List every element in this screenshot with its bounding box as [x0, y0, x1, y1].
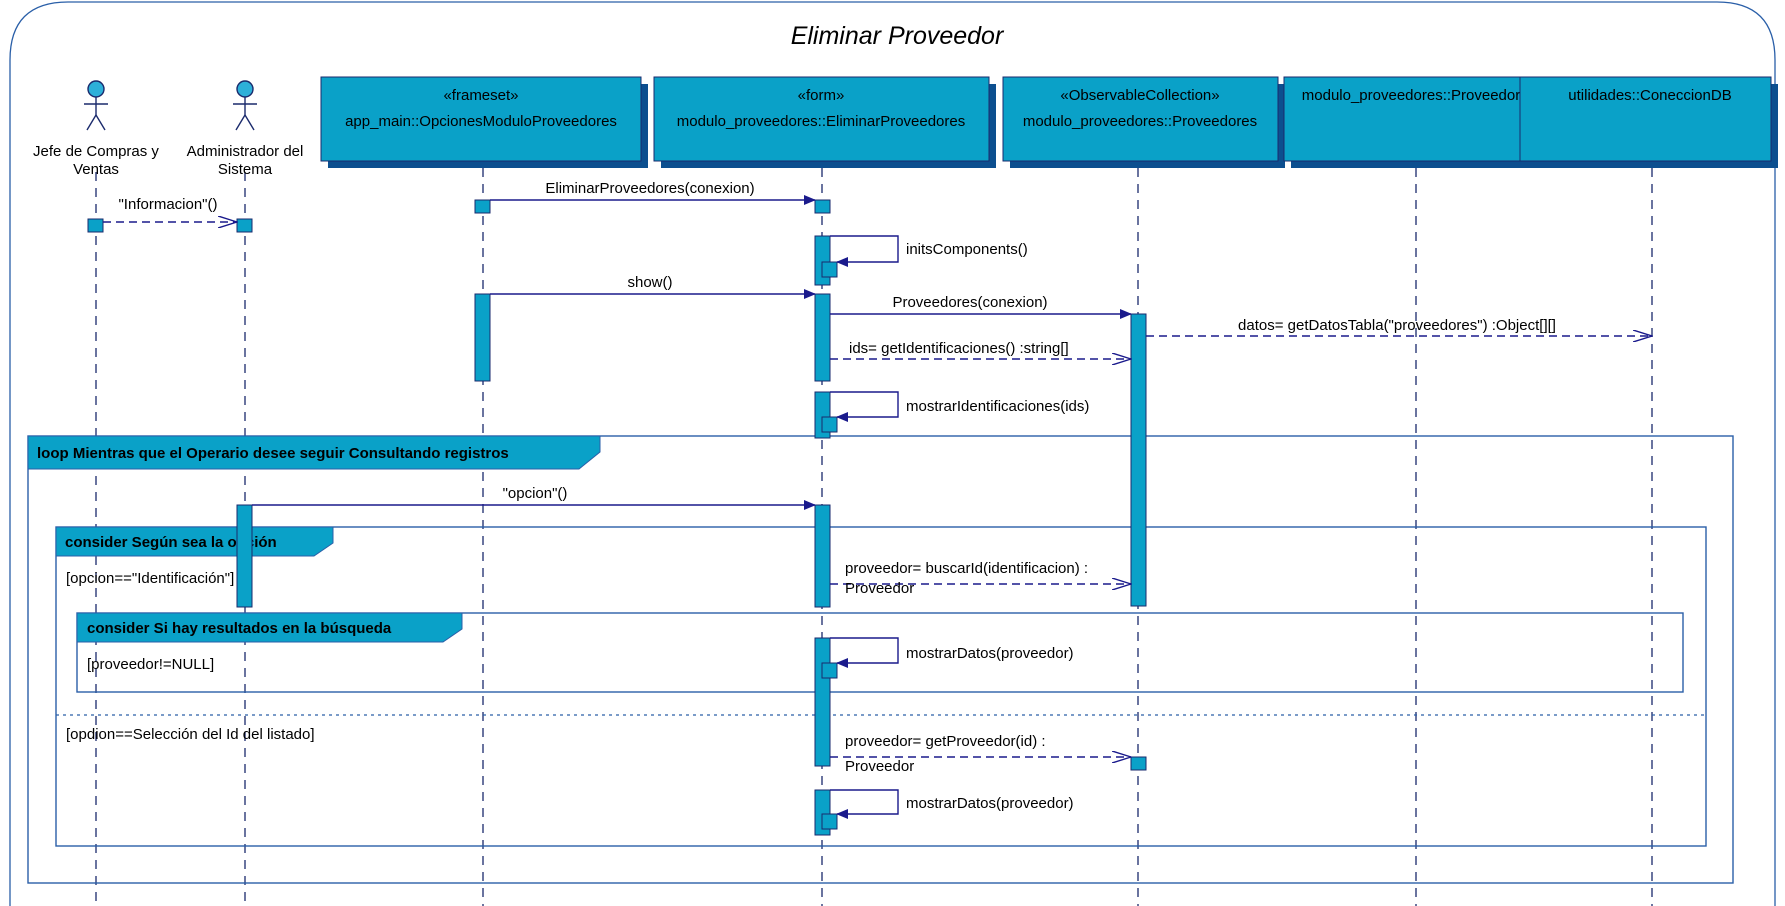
diagram-frame	[9, 1, 1776, 906]
actor-admin-name-line2: Sistema	[218, 161, 273, 178]
message-get-identificaciones: ids= getIdentificaciones() :string[]	[830, 340, 1131, 359]
object-opciones-name: app_main::OpcionesModuloProveedores	[345, 113, 617, 130]
object-collection: «ObservableCollection» modulo_proveedore…	[1002, 76, 1285, 168]
actor-admin-name-line1: Administrador del	[187, 143, 304, 160]
object-conexion-name: utilidades::ConeccionDB	[1568, 87, 1731, 104]
svg-text:show(): show()	[627, 274, 672, 291]
activation-bar	[1130, 756, 1147, 771]
svg-text:datos= getDatosTabla("proveedo: datos= getDatosTabla("proveedores") :Obj…	[1238, 317, 1556, 334]
object-eliminar-name: modulo_proveedores::EliminarProveedores	[677, 113, 966, 130]
object-conexion: utilidades::ConeccionDB	[1519, 76, 1778, 168]
object-opciones-stereotype: «frameset»	[443, 87, 518, 104]
object-opciones: «frameset» app_main::OpcionesModuloProve…	[320, 76, 648, 168]
fragment-consider-results: consider Si hay resultados en la búsqued…	[76, 612, 1684, 693]
svg-text:"opcion"(): "opcion"()	[503, 485, 568, 502]
message-proveedores: Proveedores(conexion)	[830, 294, 1132, 319]
fragment-consider-option-guard1: [opcion=="Identificación"]	[66, 570, 234, 587]
object-eliminar-stereotype: «form»	[798, 87, 845, 104]
fragment-consider-option-label: consider Según sea la opción	[65, 534, 277, 551]
svg-text:Proveedor: Proveedor	[845, 580, 914, 597]
object-proveedor: modulo_proveedores::Proveedor	[1283, 76, 1546, 168]
svg-text:"Informacion"(): "Informacion"()	[118, 196, 217, 213]
activation-bar	[236, 504, 253, 608]
message-get-datos-tabla: datos= getDatosTabla("proveedores") :Obj…	[1146, 317, 1652, 336]
message-mostrar-identificaciones: mostrarIdentificaciones(ids)	[830, 391, 1089, 422]
svg-text:proveedor= buscarId(identifica: proveedor= buscarId(identificacion) :	[845, 560, 1088, 577]
message-mostrar-datos-2: mostrarDatos(proveedor)	[830, 789, 1074, 819]
svg-text:EliminarProveedores(conexion): EliminarProveedores(conexion)	[545, 180, 754, 197]
activation-bar	[474, 293, 491, 382]
activation-bar	[814, 637, 831, 767]
svg-text:ids= getIdentificaciones() :st: ids= getIdentificaciones() :string[]	[849, 340, 1069, 357]
message-buscar-id: proveedor= buscarId(identificacion) : Pr…	[830, 560, 1131, 597]
svg-text:proveedor= getProveedor(id) :: proveedor= getProveedor(id) :	[845, 733, 1046, 750]
svg-text:mostrarDatos(proveedor): mostrarDatos(proveedor)	[906, 645, 1074, 662]
activation-bar	[821, 416, 838, 433]
fragment-loop-label: loop Mientras que el Operario desee segu…	[37, 445, 509, 462]
fragment-consider-option-guard2: [opdion==Selección del Id del listado]	[66, 726, 315, 743]
object-proveedor-name: modulo_proveedores::Proveedor	[1302, 87, 1520, 104]
message-opcion: "opcion"()	[252, 485, 816, 510]
svg-text:initsComponents(): initsComponents()	[906, 241, 1028, 258]
activation-bar	[87, 218, 104, 233]
activation-bar	[814, 504, 831, 608]
message-informacion: "Informacion"()	[103, 196, 237, 222]
diagram-title: Eliminar Proveedor	[791, 22, 1005, 50]
actor-jefe: Jefe de Compras y Ventas	[33, 80, 159, 178]
message-get-proveedor: proveedor= getProveedor(id) : Proveedor	[830, 733, 1131, 775]
activation-bar	[821, 813, 838, 830]
fragment-consider-option: consider Según sea la opción [opcion=="I…	[55, 526, 1707, 847]
svg-text:Proveedores(conexion): Proveedores(conexion)	[892, 294, 1047, 311]
activation-bar	[814, 235, 831, 286]
object-collection-name: modulo_proveedores::Proveedores	[1023, 113, 1257, 130]
activation-bar	[821, 662, 838, 679]
activation-bar	[474, 199, 491, 214]
fragment-loop: loop Mientras que el Operario desee segu…	[27, 435, 1734, 884]
actor-jefe-name-line1: Jefe de Compras y	[33, 143, 159, 160]
svg-text:mostrarDatos(proveedor): mostrarDatos(proveedor)	[906, 795, 1074, 812]
object-collection-stereotype: «ObservableCollection»	[1060, 87, 1219, 104]
object-eliminar: «form» modulo_proveedores::EliminarProve…	[653, 76, 996, 168]
fragment-consider-results-label: consider Si hay resultados en la búsqued…	[87, 620, 392, 637]
fragment-consider-results-guard1: [proveedor!=NULL]	[87, 656, 214, 673]
activation-bar	[814, 199, 831, 214]
stick-figure-actor-icon	[233, 80, 257, 131]
actor-jefe-name-line2: Ventas	[73, 161, 119, 178]
activations	[87, 199, 1147, 836]
activation-bar	[814, 293, 831, 382]
message-inits-components: initsComponents()	[830, 235, 1028, 267]
actor-admin: Administrador del Sistema	[187, 80, 304, 178]
message-mostrar-datos-1: mostrarDatos(proveedor)	[830, 637, 1074, 668]
svg-text:mostrarIdentificaciones(ids): mostrarIdentificaciones(ids)	[906, 398, 1089, 415]
activation-bar	[236, 218, 253, 233]
stick-figure-actor-icon	[84, 80, 108, 131]
svg-text:Proveedor: Proveedor	[845, 758, 914, 775]
message-eliminar-proveedores: EliminarProveedores(conexion)	[490, 180, 816, 205]
activation-bar	[1130, 313, 1147, 607]
activation-bar	[821, 261, 838, 278]
message-show: show()	[490, 274, 816, 299]
